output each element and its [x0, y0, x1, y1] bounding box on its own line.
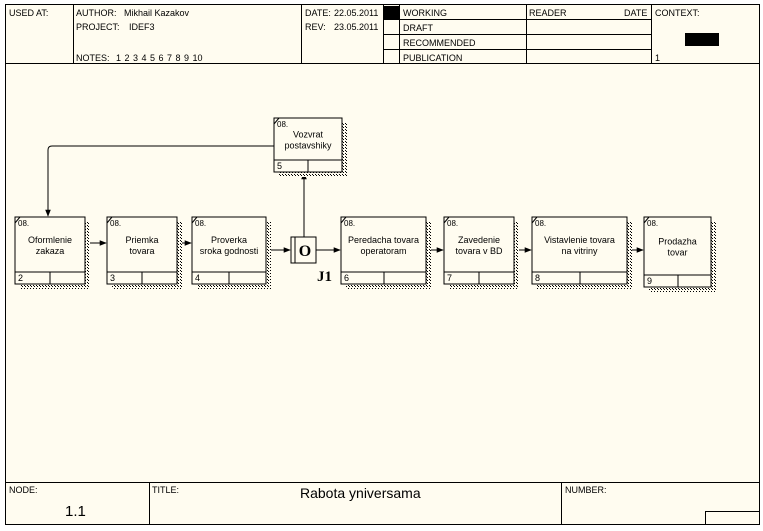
reader-date-label: DATE [624, 8, 648, 18]
box-corner-tick [643, 216, 650, 224]
author-label: AUTHOR: [76, 8, 117, 18]
status-recommended: RECOMMENDED [403, 38, 476, 48]
date-label: DATE: [305, 8, 331, 18]
box-tag: 08. [535, 219, 546, 228]
box-tag: 08. [18, 219, 29, 228]
box-label-line: tovara v BD [455, 246, 503, 256]
box-label-line: zakaza [36, 246, 65, 256]
project-label: PROJECT: [76, 22, 120, 32]
box-label-line: Priemka [125, 235, 158, 245]
box-label-line: Proverka [211, 235, 247, 245]
box-corner-tick [443, 216, 450, 224]
notes-numbers: 1 2 3 4 5 6 7 8 9 10 [116, 53, 203, 63]
box-number: 8 [535, 273, 540, 283]
box-corner-tick [14, 216, 21, 224]
notes-label: NOTES: [76, 53, 110, 63]
rev-value: 23.05.2011 [334, 22, 379, 32]
box-label-line: postavshiky [284, 141, 332, 151]
box-label-line: Peredacha tovara [348, 235, 419, 245]
box-tag: 08. [344, 219, 355, 228]
number-label: NUMBER: [565, 485, 607, 495]
process-boxes: 08.2Oformleniezakaza08.3Priemkatovara08.… [14, 117, 716, 292]
box-number: 6 [344, 273, 349, 283]
box-number: 5 [277, 161, 282, 171]
diagram-title: Rabota yniversama [300, 485, 421, 501]
box-corner-tick [340, 216, 347, 224]
date-value: 22.05.2011 [334, 8, 379, 18]
node-value: 1.1 [65, 503, 86, 520]
box-label-line: Vistavlenie tovara [544, 235, 615, 245]
box-corner-tick [531, 216, 538, 224]
box-tag: 08. [647, 219, 658, 228]
junction-j1: O J1 [290, 236, 332, 285]
author-value: Mikhail Kazakov [124, 8, 190, 18]
box-label-line: operatoram [360, 246, 406, 256]
project-value: IDEF3 [129, 22, 155, 32]
box-label-line: sroka godnosti [200, 246, 259, 256]
status-publication: PUBLICATION [403, 53, 463, 63]
box-number: 4 [195, 273, 200, 283]
title-label: TITLE: [152, 485, 180, 495]
box-tag: 08. [110, 219, 121, 228]
box-label-line: na vitriny [561, 246, 598, 256]
status-marker [384, 6, 399, 19]
box-corner-tick [273, 117, 280, 125]
rev-label: REV: [305, 22, 326, 32]
status-draft: DRAFT [403, 23, 433, 33]
box-number: 7 [447, 273, 452, 283]
box-label-line: Oformlenie [28, 235, 72, 245]
context-marker [685, 33, 719, 46]
used-at-label: USED AT: [9, 8, 49, 18]
node-label: NODE: [9, 485, 38, 495]
box-number: 2 [18, 273, 23, 283]
junction-symbol: O [299, 243, 311, 260]
arrow-vozvrat-oformlenie[interactable] [45, 145, 274, 217]
box-number: 3 [110, 273, 115, 283]
box-corner-tick [191, 216, 198, 224]
box-tag: 08. [447, 219, 458, 228]
junction-label: J1 [317, 269, 332, 285]
box-tag: 08. [195, 219, 206, 228]
box-number: 9 [647, 276, 652, 286]
context-number: 1 [655, 53, 661, 63]
context-label: CONTEXT: [655, 8, 700, 18]
reader-label: READER [529, 8, 567, 18]
box-corner-tick [106, 216, 113, 224]
box-label-line: Vozvrat [293, 130, 324, 140]
status-working: WORKING [403, 8, 447, 18]
box-tag: 08. [277, 120, 288, 129]
box-label-line: tovar [667, 248, 687, 258]
box-label-line: Prodazha [658, 237, 697, 247]
box-label-line: Zavedenie [458, 235, 500, 245]
box-label-line: tovara [129, 246, 154, 256]
